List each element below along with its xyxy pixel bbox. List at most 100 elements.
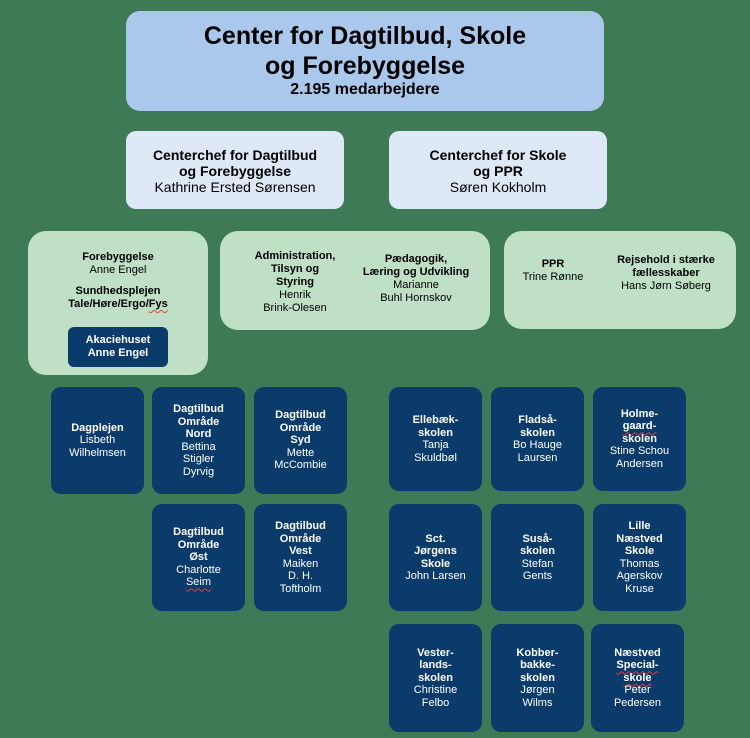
panel-administration: Administration, Tilsyn og Styring Henrik… (220, 231, 490, 330)
unit-title-line: Kobber- (516, 646, 559, 659)
unit-name-line: Bo Hauge (513, 439, 562, 451)
admin-name-2: Brink-Olesen (263, 302, 327, 314)
rejsehold-block: Rejsehold i stærke fællesskaber Hans Jør… (600, 254, 732, 293)
unit-title-line: Sct. (425, 532, 446, 545)
unit-name-line: Agerskov (616, 570, 663, 582)
unit-dagtilbud-syd: Dagtilbud Område Syd Mette McCombie (254, 387, 347, 494)
chief-skole-title-1: Centerchef for Skole (429, 147, 567, 163)
rejsehold-title-2: fællesskaber (632, 267, 700, 279)
unit-name-line: Stine Schou (609, 445, 670, 458)
unit-name-line: Wilhelmsen (69, 446, 126, 459)
unit-name-line: Maiken (282, 557, 319, 570)
admin-title-1: Administration, (254, 250, 336, 262)
unit-title-line: Dagtilbud (275, 520, 326, 532)
unit-name-line: Tanja (422, 439, 449, 451)
unit-ellebaek-skolen: Ellebæk- skolen Tanja Skuldbøl (389, 387, 482, 491)
unit-title-line: Område (177, 415, 220, 428)
chief-dagtilbud-title-2: og Forebyggelse (178, 163, 292, 179)
admin-title-2: Tilsyn og (270, 263, 320, 275)
admin-title-3: Styring (276, 276, 314, 288)
paedagogik-block: Pædagogik, Læring og Udvikling Marianne … (350, 253, 482, 305)
unit-title-line: Special- (616, 659, 659, 672)
admin-block: Administration, Tilsyn og Styring Henrik… (234, 250, 356, 315)
unit-title-line: gaard- (622, 420, 657, 433)
unit-name-line: Kruse (625, 582, 654, 595)
staff-count: 2.195 medarbejdere (290, 81, 440, 98)
unit-name-line: Thomas (619, 557, 660, 570)
unit-title-line: Vest (289, 545, 312, 557)
unit-title-line: Ellebæk- (412, 414, 459, 426)
unit-dagtilbud-nord: Dagtilbud Område Nord Bettina Stigler Dy… (152, 387, 245, 494)
unit-title-line: Næstved (616, 532, 663, 545)
unit-name-line: Toftholm (279, 582, 322, 595)
unit-fladsa-skolen: Fladså- skolen Bo Hauge Laursen (491, 387, 584, 491)
chief-dagtilbud-box: Centerchef for Dagtilbud og Forebyggelse… (126, 131, 344, 209)
unit-title-line: Holme- (620, 407, 659, 420)
unit-name-line: Skuldbøl (414, 451, 457, 464)
unit-title-line: bakke- (520, 659, 555, 672)
unit-name-line: Felbo (421, 696, 450, 709)
unit-name-line: Bettina (181, 440, 216, 453)
forebyggelse-block: Forebyggelse Anne Engel (28, 251, 208, 277)
unit-title-line: skolen (520, 671, 555, 684)
unit-holmegaard-skolen: Holme- gaard- skolen Stine Schou Anderse… (593, 387, 686, 491)
unit-naestved-specialskole: Næstved Special- skole Peter Pedersen (591, 624, 684, 732)
unit-title-line: Dagtilbud (173, 403, 224, 415)
unit-title-line: Fladså- (518, 414, 557, 426)
unit-name-line: Dyrvig (182, 465, 215, 478)
unit-name-line: Pedersen (613, 696, 662, 709)
unit-name-line: D. H. (287, 570, 314, 582)
unit-title-line: skolen (520, 426, 555, 439)
akaciehuset-box: Akaciehuset Anne Engel (68, 327, 168, 367)
unit-title-line: Næstved (614, 646, 661, 659)
unit-title-line: Syd (290, 434, 311, 447)
panel-ppr: PPR Trine Rønne Rejsehold i stærke fælle… (504, 231, 736, 329)
paedagogik-name-2: Buhl Hornskov (380, 292, 452, 304)
unit-name-line: Stefan (521, 557, 554, 570)
akaciehuset-name: Anne Engel (87, 347, 149, 359)
center-title-box: Center for Dagtilbud, Skole og Forebygge… (126, 11, 604, 111)
sundhed-title-2b: Fys (148, 298, 168, 310)
unit-title-line: skolen (418, 671, 453, 684)
unit-title-line: Nord (185, 428, 212, 440)
unit-title-line: skolen (622, 432, 657, 445)
chief-skole-title-2: og PPR (473, 163, 523, 179)
unit-name-line: Christine (413, 684, 458, 697)
unit-title-line: Område (279, 532, 322, 545)
unit-title-line: Vester- (417, 646, 454, 659)
unit-title-line: Dagplejen (71, 421, 124, 434)
unit-title-line: Dagtilbud (173, 526, 224, 539)
unit-title-line: Område (177, 538, 220, 551)
ppr-name: Trine Rønne (522, 271, 584, 283)
unit-title-line: Øst (189, 551, 208, 564)
unit-title-line: skole (623, 671, 652, 684)
center-title-line1: Center for Dagtilbud, Skole (203, 22, 527, 50)
unit-name-line: Stigler (182, 453, 215, 465)
unit-name-line: Laursen (517, 451, 558, 464)
unit-title-line: lands- (419, 659, 452, 672)
unit-title-line: skolen (418, 426, 453, 439)
unit-title-line: Suså- (522, 532, 553, 545)
unit-susa-skolen: Suså- skolen Stefan Gents (491, 504, 584, 611)
unit-title-line: Skole (420, 557, 451, 570)
unit-name-line: Andersen (615, 457, 664, 470)
unit-name-line: McCombie (274, 459, 327, 472)
unit-sct-jorgens-skole: Sct. Jørgens Skole John Larsen (389, 504, 482, 611)
paedagogik-name-1: Marianne (393, 279, 439, 291)
chief-dagtilbud-name: Kathrine Ersted Sørensen (154, 179, 316, 195)
unit-title-line: skolen (520, 545, 555, 557)
unit-title-line: Skole (624, 545, 655, 557)
sundhed-block: Sundhedsplejen Tale/Høre/Ergo/Fys (28, 285, 208, 311)
center-title-line2: og Forebyggelse (264, 52, 466, 80)
unit-name-line: Lisbeth (79, 434, 116, 447)
unit-title-line: Lille (628, 520, 651, 532)
paedagogik-title-2: Læring og Udvikling (362, 266, 470, 278)
paedagogik-title-1: Pædagogik, (384, 253, 448, 265)
sundhed-title-2a: Tale/Høre/Ergo/ (68, 298, 149, 310)
unit-name-line: Gents (522, 570, 553, 582)
chief-skole-name: Søren Kokholm (449, 179, 547, 195)
unit-name-line: John Larsen (405, 570, 466, 582)
chief-dagtilbud-title-1: Centerchef for Dagtilbud (152, 147, 318, 163)
rejsehold-name: Hans Jørn Søberg (621, 280, 711, 292)
unit-title-line: Område (279, 421, 322, 434)
